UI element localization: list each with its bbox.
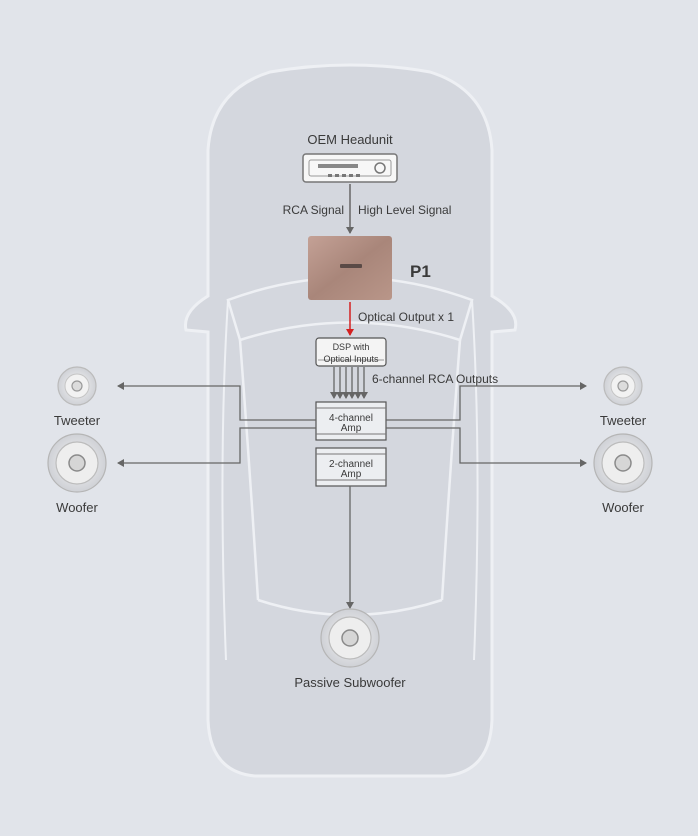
processor-device-icon	[308, 236, 392, 300]
tweeter-left-label: Tweeter	[54, 413, 101, 428]
high-level-signal-label: High Level Signal	[358, 203, 451, 217]
woofer-right-label: Woofer	[602, 500, 644, 515]
tweeter-right-label: Tweeter	[600, 413, 647, 428]
rca-signal-label: RCA Signal	[283, 203, 344, 217]
car-stereo-icon	[302, 153, 398, 183]
dsp-label-line2: Optical Inputs	[323, 354, 379, 364]
optical-output-label: Optical Output x 1	[358, 310, 454, 324]
two-channel-amp-line1: 2-channel	[329, 459, 373, 470]
rca-outputs-label: 6-channel RCA Outputs	[372, 372, 498, 386]
woofer-speaker-icon	[47, 433, 107, 493]
rca-output-arrows	[330, 367, 368, 399]
woofer-left-label: Woofer	[56, 500, 98, 515]
four-channel-amp-line2: Amp	[341, 423, 362, 434]
left-speaker-wiring	[117, 382, 316, 467]
four-channel-amp-line1: 4-channel	[329, 413, 373, 424]
four-channel-amp	[315, 401, 387, 441]
dsp-box	[315, 337, 387, 367]
headunit-label: OEM Headunit	[307, 132, 393, 147]
right-speaker-wiring	[386, 382, 587, 467]
subwoofer-label: Passive Subwoofer	[294, 675, 406, 690]
woofer-speaker-icon	[593, 433, 653, 493]
tweeter-speaker-icon	[57, 366, 97, 406]
two-channel-amp	[315, 447, 387, 487]
tweeter-speaker-icon	[603, 366, 643, 406]
p1-label: P1	[410, 262, 431, 281]
dsp-label-line1: DSP with	[333, 342, 370, 352]
subwoofer-speaker-icon	[320, 608, 380, 668]
two-channel-amp-line2: Amp	[341, 469, 362, 480]
